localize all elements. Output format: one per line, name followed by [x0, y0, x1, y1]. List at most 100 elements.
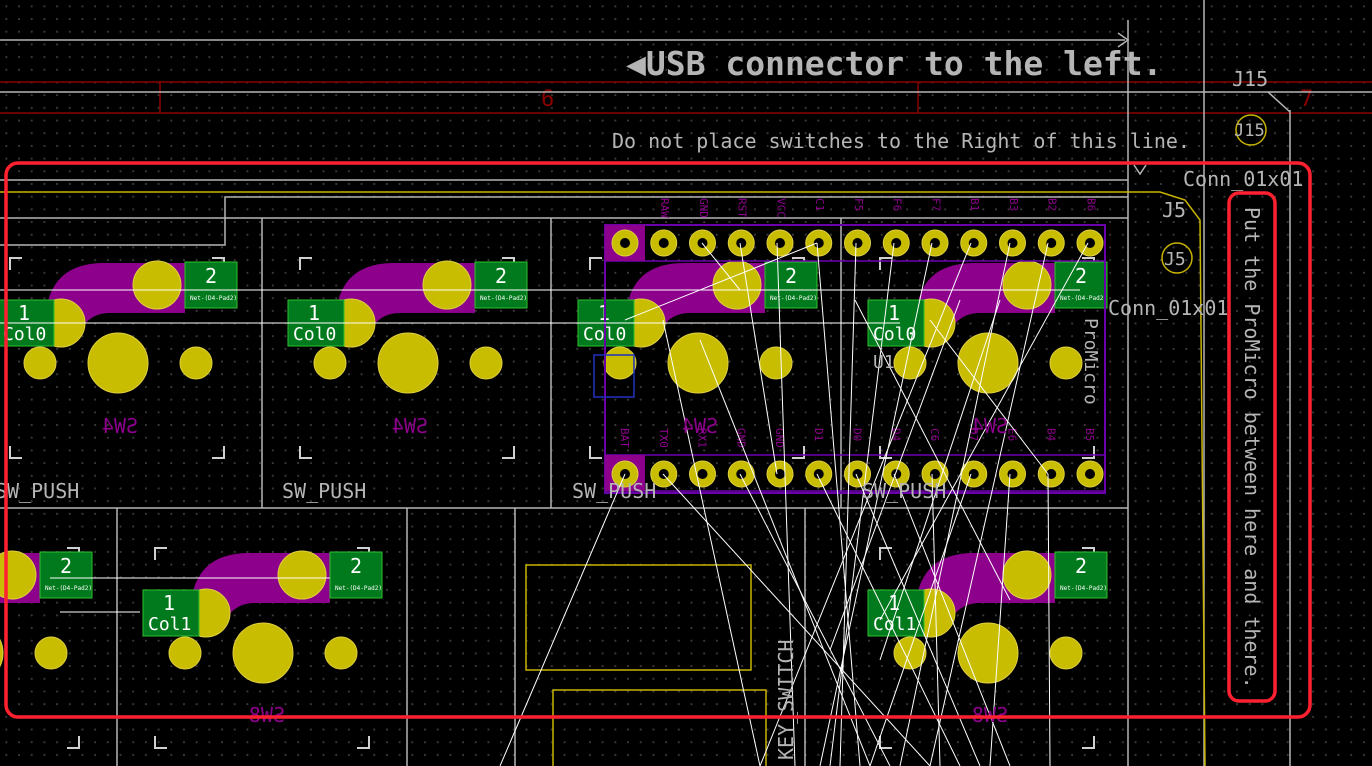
- through-hole-pad[interactable]: [313, 346, 347, 380]
- through-hole-pad[interactable]: [957, 332, 1019, 394]
- courtyard-corner: [299, 257, 312, 270]
- through-hole-pad[interactable]: [759, 346, 793, 380]
- pad-2-marker[interactable]: [1054, 261, 1108, 309]
- through-hole-pad[interactable]: [0, 623, 4, 683]
- ratsnest-line: [819, 242, 933, 766]
- pad-2-number: 2: [785, 264, 797, 288]
- courtyard-corner: [1082, 736, 1095, 749]
- switch-value-label: SW_PUSH: [0, 479, 79, 503]
- through-hole-pad[interactable]: [179, 346, 213, 380]
- through-hole-pad[interactable]: [422, 260, 472, 310]
- through-hole-pad[interactable]: [893, 636, 927, 670]
- j5-pad[interactable]: [1161, 242, 1193, 274]
- promicro-drill: [736, 469, 747, 479]
- promicro-value: ProMicro: [1080, 318, 1101, 405]
- through-hole-pad[interactable]: [277, 550, 327, 600]
- through-hole-pad[interactable]: [132, 260, 182, 310]
- promicro-drill: [852, 469, 863, 479]
- promicro-pin-label: D0: [851, 428, 864, 441]
- switch-footprints[interactable]: 2Net-(D4-Pad2)1Col02Net-(D4-Pad2)1Col02N…: [0, 257, 1108, 749]
- j5-pad-label: J5: [1164, 249, 1186, 270]
- promicro-pin-label: C6: [928, 428, 941, 441]
- promicro-pin-label: F5: [852, 198, 865, 211]
- through-hole-pad[interactable]: [23, 346, 57, 380]
- ratsnest-line: [829, 299, 961, 651]
- pad-2-marker[interactable]: [184, 261, 238, 309]
- promicro-pin-label: VCC: [774, 198, 787, 218]
- pad-2-number: 2: [1075, 554, 1087, 578]
- through-hole-pad[interactable]: [377, 332, 439, 394]
- promicro-drill: [891, 238, 902, 248]
- promicro-pin-label: F6: [891, 198, 904, 211]
- switch-value-label: SW_PUSH: [572, 479, 656, 503]
- through-hole-pad[interactable]: [1002, 260, 1052, 310]
- ratsnest-line: [699, 339, 871, 766]
- courtyard-corner: [212, 446, 225, 459]
- pad-2-marker[interactable]: [329, 551, 383, 599]
- promicro-reference: U1: [873, 352, 895, 373]
- promicro-pin-label: B4: [1044, 428, 1057, 442]
- courtyard-corner: [1082, 446, 1095, 459]
- conn-value-top: Conn_01x01: [1183, 167, 1303, 191]
- through-hole-pad[interactable]: [232, 622, 294, 684]
- switch-value-label: SW_PUSH: [282, 479, 366, 503]
- courtyard-corner: [879, 257, 892, 270]
- pad-2-number: 2: [1075, 264, 1087, 288]
- pad-2-marker[interactable]: [474, 261, 528, 309]
- promicro-drill: [775, 238, 785, 248]
- through-hole-pad[interactable]: [87, 332, 149, 394]
- through-hole-pad[interactable]: [0, 550, 37, 600]
- promicro-pin-label: TX0: [657, 428, 670, 448]
- courtyard-corner: [879, 547, 892, 560]
- through-hole-pad[interactable]: [34, 636, 68, 670]
- through-hole-pad[interactable]: [893, 346, 927, 380]
- through-hole-pad[interactable]: [1049, 346, 1083, 380]
- through-hole-pad[interactable]: [168, 636, 202, 670]
- through-hole-pad[interactable]: [957, 622, 1019, 684]
- through-hole-pad[interactable]: [603, 346, 637, 380]
- through-hole-pad[interactable]: [1002, 550, 1052, 600]
- promicro-pin-label: RAW: [658, 198, 671, 218]
- pad-2-number: 2: [205, 264, 217, 288]
- promicro-pin-label: B2: [1046, 198, 1059, 211]
- courtyard-corner: [879, 736, 892, 749]
- promicro-drill: [968, 469, 979, 479]
- j15-reference: J15: [1232, 67, 1268, 91]
- through-hole-pad[interactable]: [469, 346, 503, 380]
- pad-1-marker[interactable]: [142, 589, 200, 637]
- promicro-drill: [1085, 238, 1095, 248]
- promicro-drill: [620, 238, 630, 248]
- pad-1-number: 1: [163, 591, 175, 615]
- promicro-drill: [1046, 469, 1057, 479]
- through-hole-pad[interactable]: [667, 332, 729, 394]
- promicro-drill: [1007, 469, 1018, 479]
- promicro-drill: [852, 238, 863, 248]
- promicro-drill: [813, 238, 824, 248]
- pad-2-marker[interactable]: [39, 551, 93, 599]
- ratsnest-line: [701, 242, 741, 291]
- pad-2-net: Net-(D4-Pad2): [190, 295, 237, 302]
- pad-2-net: Net-(D4-Pad2): [770, 295, 817, 302]
- through-hole-pad[interactable]: [324, 636, 358, 670]
- j15-pad[interactable]: [1235, 114, 1267, 146]
- promicro-pin-label: GND: [697, 198, 710, 218]
- pad-1-number: 1: [888, 301, 900, 325]
- pad-1-net: Col0: [3, 324, 46, 345]
- through-hole-pad[interactable]: [1049, 636, 1083, 670]
- courtyard-corner: [589, 257, 602, 270]
- pad-2-net: Net-(D4-Pad2): [45, 585, 92, 592]
- pad-2-marker[interactable]: [764, 261, 818, 309]
- pad-2-marker[interactable]: [1054, 551, 1108, 599]
- promicro-pin-label: B3: [1007, 198, 1020, 211]
- sheet-number-7: 7: [1300, 87, 1313, 112]
- key-switch-value-label: KEY_SWITCH: [774, 640, 798, 760]
